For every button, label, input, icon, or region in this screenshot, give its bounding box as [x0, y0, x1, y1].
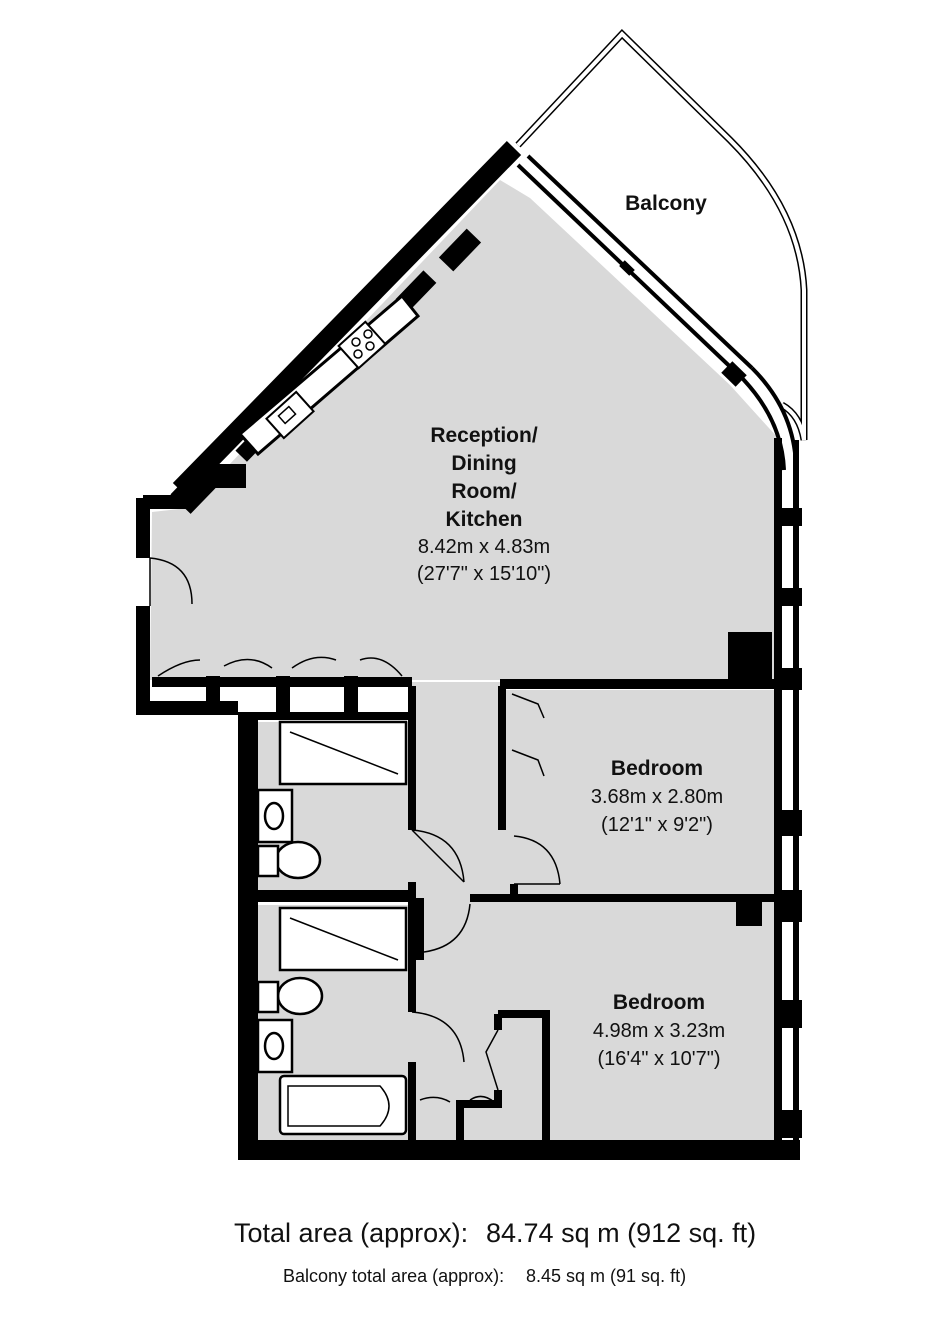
total-area-label: Total area (approx):: [234, 1218, 469, 1248]
sink-icon: [265, 390, 315, 440]
window-diagonal-2: [526, 154, 754, 370]
window-curve-2: [750, 366, 798, 471]
cupboard-door-1: [157, 659, 201, 677]
bedroom2-imperial: (16'4" x 10'7"): [597, 1048, 720, 1070]
window-curve: [740, 376, 786, 471]
cupboard-door-3: [291, 656, 337, 669]
hob-icon: [337, 320, 387, 370]
wardrobe-door-b1b: [511, 749, 545, 777]
bedroom1-floor: [500, 690, 778, 895]
bedroom2-floor: [420, 900, 778, 1142]
floor-plan: Balcony Reception/ Dining Room/ Kitchen …: [136, 28, 808, 1160]
sanitary: [256, 720, 408, 1136]
columns: [170, 228, 802, 1138]
wall-diagonal: [172, 141, 522, 497]
wall-bath-left: [238, 712, 800, 1160]
total-area-value: 84.74 sq m (912 sq. ft): [486, 1218, 757, 1248]
wardrobe-door-b1a: [511, 693, 545, 719]
reception-floor: [150, 180, 778, 680]
balcony-outline-inner: [516, 31, 806, 441]
room-labels: Balcony Reception/ Dining Room/ Kitchen …: [417, 192, 725, 1070]
toilet-2: [276, 976, 324, 1016]
entrance-door: [149, 557, 193, 606]
bedroom1-metric: 3.68m x 2.80m: [591, 786, 723, 808]
door-hall-b2: [423, 903, 471, 953]
balcony-label: Balcony: [625, 192, 707, 215]
doors: [149, 557, 561, 1103]
wall-bedroom1-bottom: [416, 894, 778, 960]
shower-tray-2: [278, 906, 408, 972]
cupboard-door-2: [223, 658, 273, 669]
cupboard-door-b2: [419, 1095, 495, 1103]
kitchen: [237, 293, 421, 457]
wall-hall-right: [498, 686, 518, 895]
bedroom1-imperial: (12'1" x 9'2"): [601, 814, 713, 836]
wall-wardrobe-b2: [456, 1010, 550, 1142]
toilet-1: [274, 840, 322, 880]
basin-1: [256, 788, 294, 844]
door-bath2: [411, 1011, 465, 1063]
door-hall-bath1: [411, 829, 465, 883]
reception-metric: 8.42m x 4.83m: [418, 536, 550, 558]
cupboard-door-4: [359, 657, 403, 677]
reception-name-line1: Reception/: [430, 424, 538, 447]
balcony-area-value: 8.45 sq m (91 sq. ft): [526, 1266, 687, 1286]
bedroom2-name: Bedroom: [613, 991, 705, 1014]
reception-imperial: (27'7" x 15'10"): [417, 563, 551, 585]
wardrobe-door-b2: [485, 1029, 499, 1091]
reception-name-line3: Room/: [451, 480, 516, 503]
balcony-area-label: Balcony total area (approx):: [283, 1266, 505, 1286]
bedroom2-metric: 4.98m x 3.23m: [593, 1020, 725, 1042]
bedroom1-name: Bedroom: [611, 757, 703, 780]
reception-name-line2: Dining: [451, 452, 516, 475]
door-hall-b1: [513, 835, 561, 885]
reception-name-line4: Kitchen: [445, 508, 522, 531]
hall-floor: [412, 682, 500, 1142]
